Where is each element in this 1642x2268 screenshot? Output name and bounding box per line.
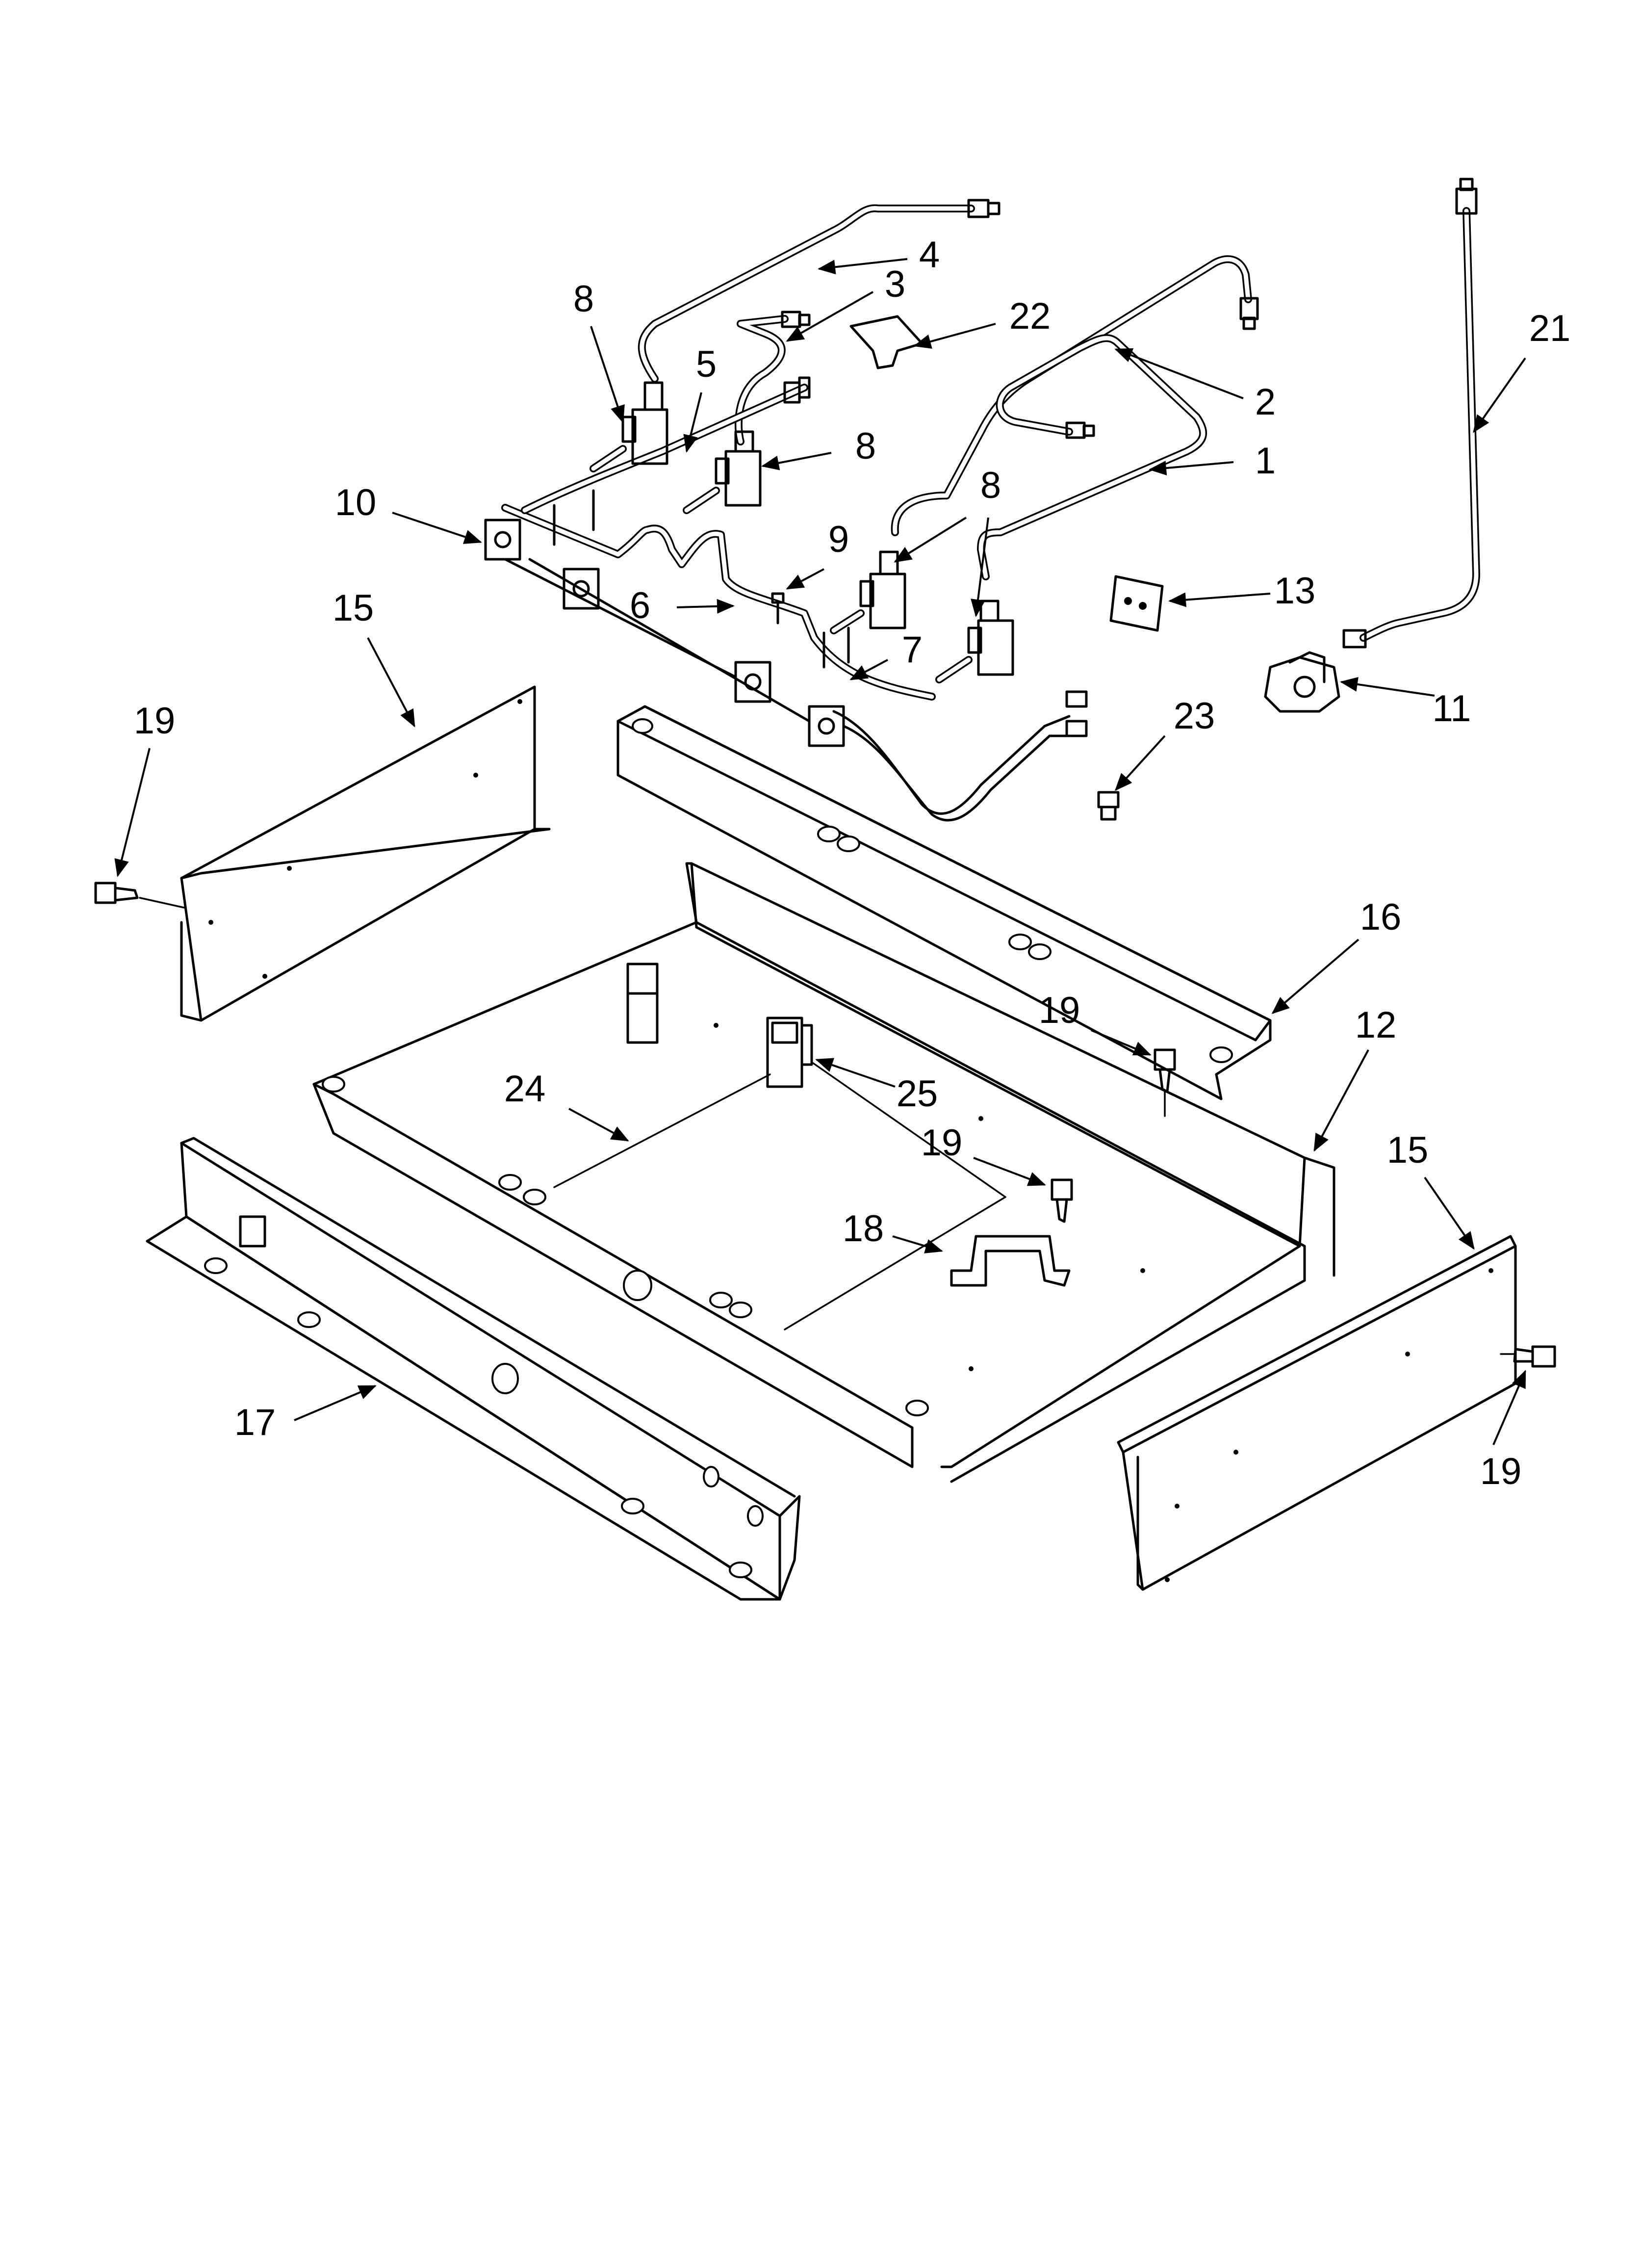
plate-13 [1109,575,1164,632]
supply-tube-21 [1342,178,1480,649]
svg-text:6: 6 [630,585,650,626]
callout-16: 16 [1271,896,1402,1014]
callout-5: 5 [683,343,717,453]
callout-3: 3 [786,263,905,342]
callout-15-left: 15 [333,587,415,728]
callout-2: 2 [1114,348,1276,423]
callout-19-back: 19 [1039,990,1152,1056]
spark-module-25 [766,1017,813,1088]
back-panel-16 [616,705,1272,1100]
main-gas-manifold-6 [501,489,936,701]
callout-8-middle: 8 [761,425,876,470]
fitting-23 [1097,791,1120,821]
svg-text:9: 9 [828,519,849,560]
svg-text:24: 24 [504,1068,546,1110]
callout-15-right: 15 [1387,1129,1475,1250]
svg-text:8: 8 [980,465,1001,506]
side-panel-15-right [1117,1235,1517,1591]
side-panel-15-left [180,685,551,1022]
callout-12: 12 [1313,1004,1397,1152]
manifold-pipe-5 [521,376,811,514]
ignition-switch-set-10 [484,519,845,747]
svg-text:2: 2 [1255,381,1276,423]
callout-21: 21 [1473,308,1571,433]
svg-text:13: 13 [1274,570,1316,612]
svg-text:8: 8 [855,425,876,467]
callout-9: 9 [786,519,849,590]
burner-tube-1 [977,334,1207,580]
svg-text:7: 7 [902,629,923,671]
callout-19-center: 19 [921,1122,1046,1186]
svg-text:23: 23 [1174,695,1215,737]
svg-text:18: 18 [843,1208,884,1250]
callout-22: 22 [913,295,1051,349]
ignitor-wire-harness [832,690,1088,822]
callout-4: 4 [818,234,940,276]
svg-text:17: 17 [234,1402,276,1443]
svg-text:5: 5 [696,343,717,385]
burner-tube-2 [891,255,1259,536]
callout-23: 23 [1114,695,1215,791]
callout-13: 13 [1168,570,1316,612]
burner-valve-8a [590,381,668,472]
svg-text:21: 21 [1529,308,1571,349]
burner-tube-3 [734,311,811,445]
svg-text:11: 11 [1433,688,1471,730]
svg-text:15: 15 [333,587,374,629]
screw-19-center [1051,1178,1073,1223]
svg-text:4: 4 [919,234,940,276]
callout-24: 24 [504,1068,629,1142]
bracket-24 [626,963,659,1044]
svg-text:8: 8 [573,278,594,320]
screw-19-right [1513,1345,1556,1368]
bracket-18 [950,1235,1071,1287]
callout-11: 11 [1340,677,1471,730]
assembly-lines [139,897,1516,1355]
side-rail-17 [146,1137,801,1601]
svg-text:19: 19 [1480,1451,1522,1492]
bracket-22 [849,315,924,369]
svg-text:1: 1 [1255,440,1276,482]
callout-8-right: 8 [894,465,1001,617]
callout-7: 7 [849,629,923,680]
svg-text:22: 22 [1009,295,1051,337]
callout-8-top-left: 8 [573,278,625,423]
svg-text:16: 16 [1360,896,1402,938]
screw-9 [771,592,785,625]
callout-6: 6 [630,585,735,626]
callout-10: 10 [335,482,482,544]
callout-1: 1 [1149,440,1276,482]
burner-valve-8b [683,430,762,514]
screw-19-back [1154,1048,1176,1093]
front-rail-12 [312,1076,929,1468]
burner-valve-8d [935,600,1014,683]
screw-19-left [94,882,139,904]
callout-18: 18 [843,1208,943,1253]
regulator-11 [1264,651,1340,713]
svg-text:25: 25 [897,1073,938,1115]
svg-text:10: 10 [335,482,377,523]
burner-box-base-12 [312,862,1335,1483]
svg-text:12: 12 [1355,1004,1397,1046]
burner-valve-8c [830,550,906,634]
callout-25: 25 [815,1058,938,1115]
callout-17: 17 [234,1385,377,1443]
burner-tube-4 [638,199,1001,383]
svg-text:19: 19 [1039,990,1080,1031]
callout-19-left: 19 [114,700,176,877]
svg-text:19: 19 [134,700,176,742]
svg-text:3: 3 [885,263,905,305]
callout-19-right: 19 [1480,1370,1526,1492]
svg-text:15: 15 [1387,1129,1429,1171]
